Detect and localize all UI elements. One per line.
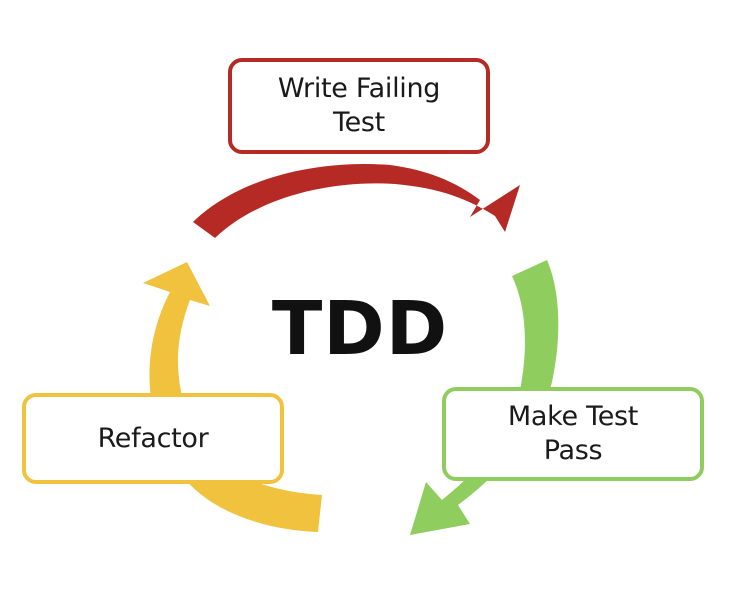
step-make-test-pass: Make Test Pass bbox=[442, 387, 704, 481]
arrow-red-write-to-pass bbox=[193, 163, 520, 238]
step-refactor: Refactor bbox=[22, 393, 284, 484]
step-write-failing-test: Write Failing Test bbox=[228, 58, 490, 154]
step-label: Refactor bbox=[97, 422, 209, 454]
step-label: Write Failing Test bbox=[277, 73, 441, 138]
center-title: TDD bbox=[271, 286, 449, 372]
step-label: Make Test Pass bbox=[507, 401, 639, 466]
